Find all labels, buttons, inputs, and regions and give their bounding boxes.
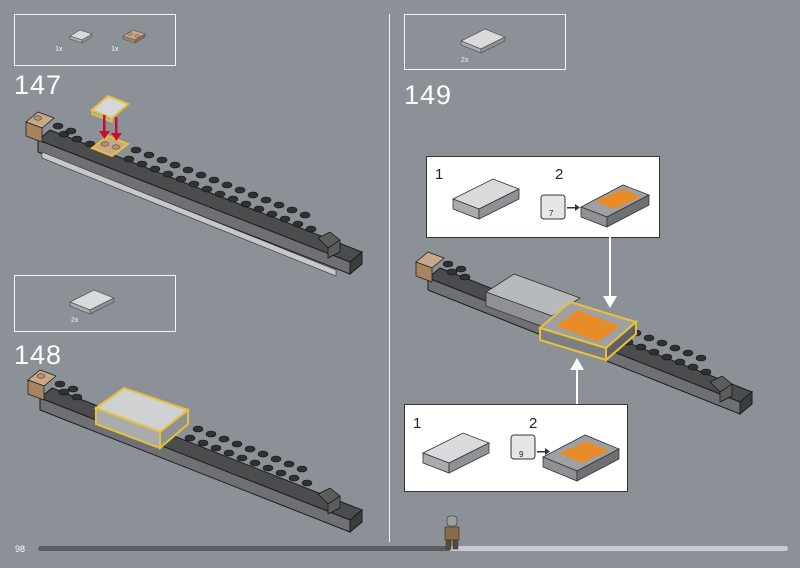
parts-box-step-148: 2x xyxy=(14,275,176,332)
callout-substep-number: 1 xyxy=(435,166,444,183)
page-divider xyxy=(389,14,390,542)
parts-box-step-149: 2x xyxy=(404,14,566,70)
part-qty: 1x xyxy=(111,46,119,53)
callout-bottom: 1 2 9 xyxy=(404,404,628,492)
end-clip xyxy=(317,231,341,259)
sticker-icon xyxy=(540,194,566,220)
part-qty: 2x xyxy=(71,317,79,324)
new-part-highlight-148 xyxy=(93,386,191,451)
curved-slope-part xyxy=(422,432,490,474)
step-number-148: 148 xyxy=(14,340,63,370)
parts-box-step-147: 1x 1x xyxy=(14,14,176,66)
callout-substep-number: 2 xyxy=(529,415,538,432)
light-gray-tile-part xyxy=(69,29,93,44)
sticker-icon xyxy=(510,434,536,460)
sticker-number: 7 xyxy=(549,209,554,218)
end-clip xyxy=(317,487,341,515)
parts-graphics-148 xyxy=(69,289,115,315)
new-part-highlight-149 xyxy=(537,300,639,363)
arrow-right-icon xyxy=(537,448,550,455)
curved-slope-part xyxy=(452,178,520,220)
parts-graphics-147 xyxy=(69,29,146,44)
tan-end-brick xyxy=(25,111,55,143)
part-qty: 2x xyxy=(461,57,469,64)
parts-graphics-149 xyxy=(460,28,506,54)
callout-substep-number: 2 xyxy=(555,166,564,183)
curved-slope-part xyxy=(69,289,115,315)
tan-end-brick xyxy=(27,369,57,401)
beam-studs xyxy=(52,122,317,233)
beam-studs xyxy=(54,380,313,487)
callout-arrow-down-icon xyxy=(603,236,617,308)
part-qty: 1x xyxy=(55,46,63,53)
tan-end-brick xyxy=(415,251,445,283)
sticker-number: 9 xyxy=(519,450,524,459)
curved-slope-part xyxy=(460,28,506,54)
decorated-slope-part xyxy=(542,434,620,482)
arrow-right-icon xyxy=(567,204,580,211)
step-number-147: 147 xyxy=(14,70,63,100)
down-arrow-icon xyxy=(99,115,122,141)
tan-plate-part xyxy=(122,29,146,44)
progress-fill xyxy=(38,546,451,551)
callout-arrow-up-icon xyxy=(570,358,584,404)
callout-bottom-graphics xyxy=(422,432,620,482)
callout-top-graphics xyxy=(452,178,650,228)
decorated-slope-part xyxy=(580,184,650,228)
callout-substep-number: 1 xyxy=(413,415,422,432)
step-number-149: 149 xyxy=(404,80,453,110)
page-number: 98 xyxy=(15,544,26,554)
callout-top: 1 2 7 xyxy=(426,156,660,238)
end-clip xyxy=(709,375,733,403)
